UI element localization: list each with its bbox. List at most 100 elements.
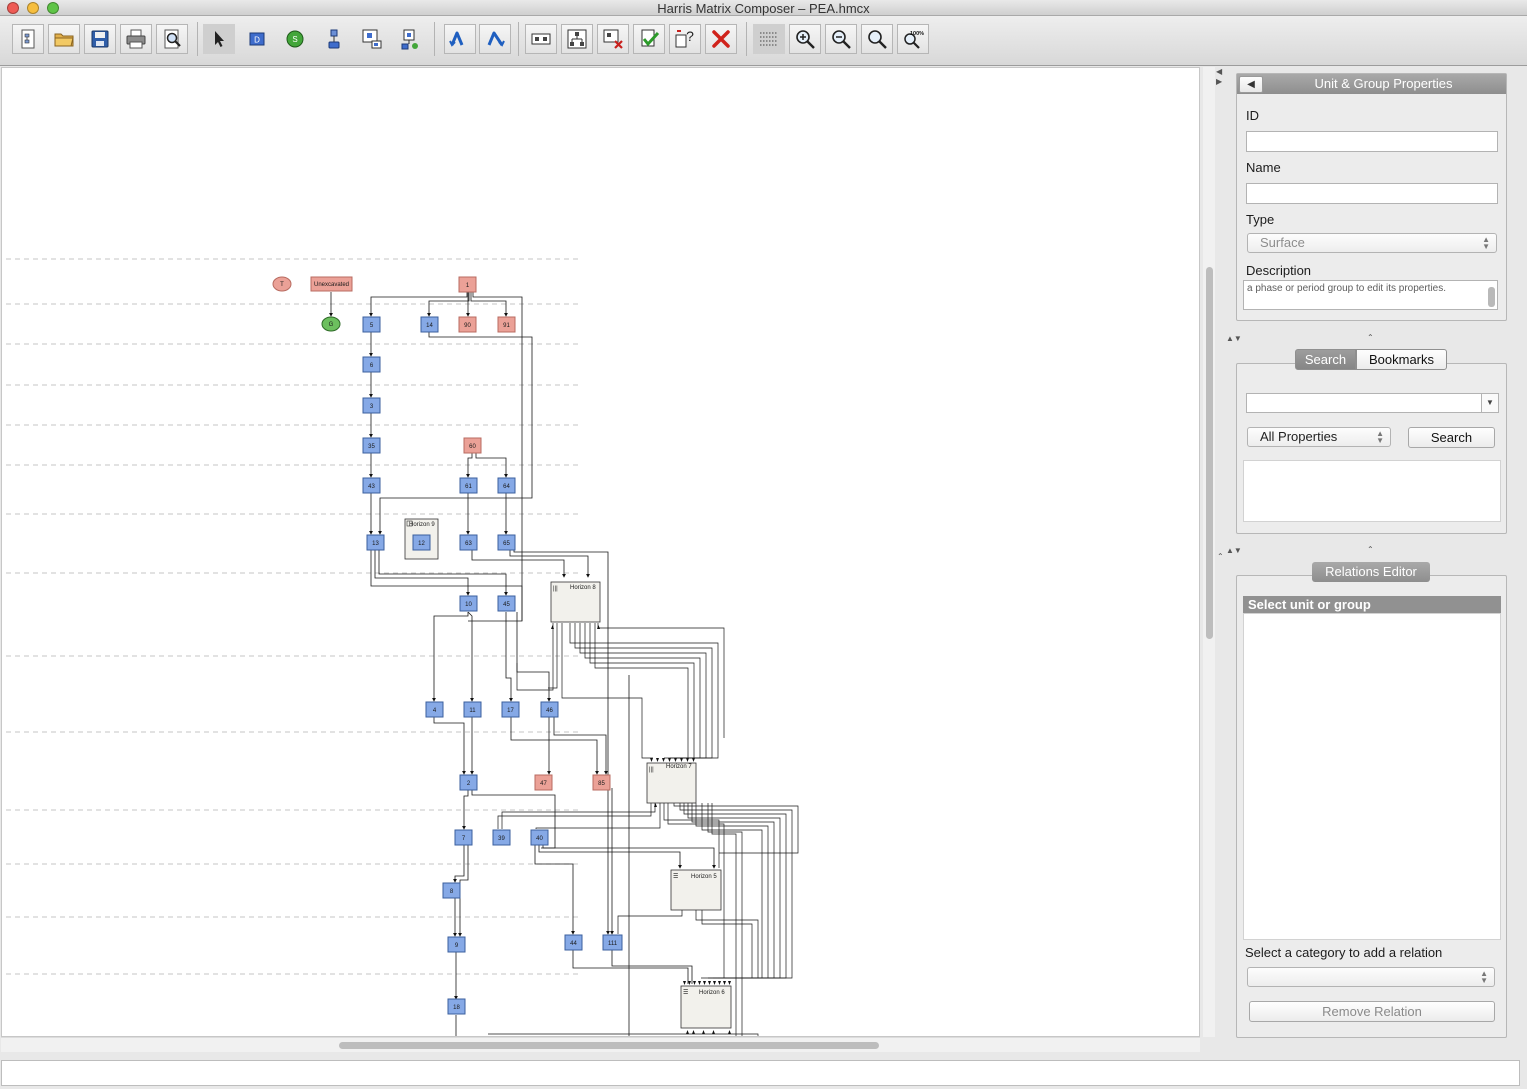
check-relations-button[interactable]: ? [669,24,701,54]
redo-button[interactable] [479,24,511,54]
matrix-unit[interactable]: 90 [458,316,477,333]
open-icon [54,33,74,47]
remove-relation-button[interactable]: Remove Relation [1249,1001,1495,1022]
grid-toggle-button[interactable] [753,24,785,54]
horizon-group[interactable]: ☰ Horizon 6 [680,985,732,1029]
layout-button[interactable] [561,24,593,54]
splitter-arrows[interactable]: ▲▼ [1226,334,1242,343]
vertical-scrollbar[interactable] [1203,67,1215,1037]
matrix-unit[interactable]: 61 [459,477,478,494]
splitter-arrows[interactable]: ◀▶ [1216,67,1223,86]
matrix-unit[interactable]: 64 [497,477,516,494]
matrix-unit[interactable]: 8 [442,882,461,899]
search-results-list[interactable] [1243,460,1501,522]
matrix-unit[interactable]: 65 [497,534,516,551]
matrix-unit[interactable]: 91 [497,316,516,333]
matrix-unit[interactable]: 14 [420,316,439,333]
matrix-canvas[interactable]: Horizon 9 ||| Horizon 8 ||| Horizon 7 ☰ … [1,67,1200,1037]
undo-button[interactable] [444,24,476,54]
matrix-unit[interactable]: 85 [592,774,611,791]
description-textarea[interactable]: a phase or period group to edit its prop… [1243,280,1498,310]
splitter-arrows[interactable]: ▲▼ [1226,546,1242,555]
add-phase-button[interactable] [356,24,388,54]
horizon-group[interactable]: ||| Horizon 8 [550,581,601,623]
splitter-handle[interactable]: ⌃ [1367,333,1374,342]
tab-search[interactable]: Search [1295,349,1356,370]
type-select[interactable]: Surface ▲▼ [1247,233,1497,253]
horizontal-scroll-thumb[interactable] [339,1042,879,1049]
splitter-handle[interactable]: ⌃ [1367,545,1374,554]
new-button[interactable] [12,24,44,54]
matrix-unit[interactable]: 5 [362,316,381,333]
tab-bookmarks[interactable]: Bookmarks [1356,349,1447,370]
matrix-unit[interactable]: 17 [501,701,520,718]
svg-text:43: 43 [368,484,375,490]
description-scroll-thumb[interactable] [1488,287,1495,307]
add-deposit-button[interactable]: D [241,24,273,54]
matrix-unit[interactable]: 45 [497,595,516,612]
svg-text:65: 65 [503,541,510,547]
svg-text:18: 18 [453,1005,460,1011]
matrix-unit[interactable]: 13 [366,534,385,551]
close-window-button[interactable] [7,2,19,14]
relations-list[interactable] [1243,613,1501,940]
horizon-group[interactable]: ☰ Horizon 5 [670,869,722,911]
matrix-unit[interactable]: 11 [463,701,482,718]
matrix-unit[interactable]: 46 [540,701,559,718]
matrix-unit[interactable]: 111 [602,934,623,951]
horizon-group[interactable]: ||| Horizon 7 [646,762,697,804]
matrix-unit[interactable]: 4 [425,701,444,718]
vertical-scroll-thumb[interactable] [1206,267,1213,639]
validate-button[interactable] [633,24,665,54]
zoom-100-button[interactable]: 100% [897,24,929,54]
matrix-unit[interactable]: T [272,276,292,292]
matrix-unit[interactable]: 6 [362,356,381,373]
matrix-unit[interactable]: 7 [454,829,473,846]
matrix-unit[interactable]: G [321,316,341,332]
matrix-unit[interactable]: 10 [459,595,478,612]
search-button[interactable]: Search [1408,427,1495,448]
save-button[interactable] [84,24,116,54]
matrix-unit[interactable]: 35 [362,437,381,454]
zoom-fit-button[interactable] [861,24,893,54]
group-button[interactable] [525,24,557,54]
splitter-handle[interactable]: ⌃ [1217,552,1224,561]
matrix-unit[interactable]: 60 [463,437,482,454]
add-surface-button[interactable]: S [279,24,311,54]
zoom-in-button[interactable] [789,24,821,54]
matrix-unit[interactable]: 2 [459,774,478,791]
search-history-dropdown[interactable]: ▼ [1481,393,1499,413]
svg-text:60: 60 [469,444,476,450]
print-preview-button[interactable] [156,24,188,54]
horizontal-scrollbar[interactable] [1,1037,1200,1052]
name-field[interactable] [1246,183,1498,204]
matrix-unit[interactable]: 12 [412,534,431,551]
search-input[interactable] [1246,393,1482,413]
delete-button[interactable] [705,24,737,54]
zoom-out-button[interactable] [825,24,857,54]
open-button[interactable] [48,24,80,54]
print-button[interactable] [120,24,152,54]
relation-category-select[interactable]: ▲▼ [1247,967,1495,987]
search-scope-select[interactable]: All Properties ▲▼ [1247,427,1391,447]
select-tool-button[interactable] [203,24,235,54]
matrix-unit[interactable]: 43 [362,477,381,494]
matrix-unit[interactable]: 47 [534,774,553,791]
matrix-unit[interactable]: 3 [362,397,381,414]
matrix-unit[interactable]: 44 [564,934,583,951]
add-unit-button[interactable] [318,24,350,54]
matrix-unit[interactable]: 1 [458,276,477,293]
matrix-unit[interactable]: Unexcavated [310,276,353,292]
zoom-window-button[interactable] [47,2,59,14]
matrix-unit[interactable]: 18 [447,998,466,1015]
remove-from-group-button[interactable] [597,24,629,54]
surface-glyph: S [292,35,297,44]
matrix-unit[interactable]: 63 [459,534,478,551]
id-field[interactable] [1246,131,1498,152]
minimize-window-button[interactable] [27,2,39,14]
matrix-unit[interactable]: 39 [492,829,511,846]
matrix-unit[interactable]: 9 [447,936,466,953]
matrix-unit[interactable]: 40 [530,829,549,846]
collapse-panel-button[interactable]: ◀ [1239,76,1263,93]
add-period-button[interactable] [394,24,426,54]
